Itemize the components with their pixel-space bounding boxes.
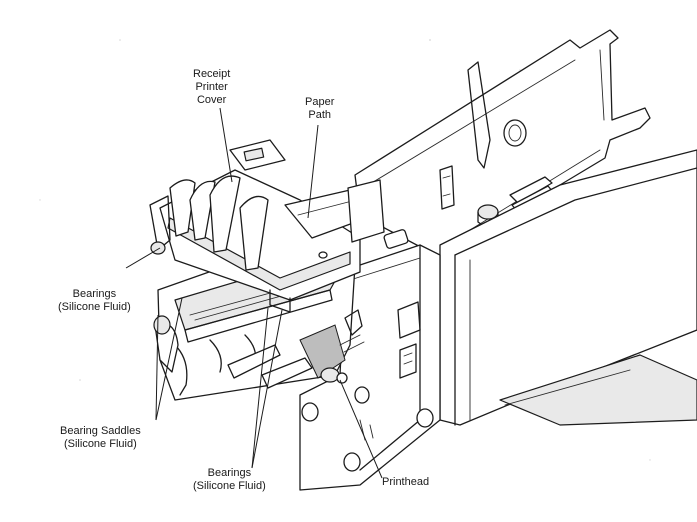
bearings-bottom-line-1: Bearings — [207, 467, 252, 479]
bearings-bottom-line-2: (Silicone Fluid) — [193, 480, 266, 492]
bearing-saddles-line-2: (Silicone Fluid) — [63, 438, 137, 450]
base-block — [439, 149, 697, 426]
bearings-left-line-1: Bearings — [72, 288, 117, 300]
paper-path-line-1: Paper — [305, 96, 335, 108]
receipt-cover-line-2: Printer — [195, 81, 228, 93]
receipt-printer-cover — [149, 139, 385, 313]
printhead-label: Printhead — [382, 476, 430, 488]
bearings-left-label: Bearings (Silicone Fluid) — [58, 288, 131, 314]
paper-path-line-2: Path — [308, 109, 331, 121]
side-frame — [299, 229, 441, 491]
leader-lines — [125, 107, 383, 479]
bearing-saddles-line-1: Bearing Saddles — [60, 425, 141, 437]
bearings-bottom-label: Bearings (Silicone Fluid) — [193, 467, 266, 493]
receipt-cover-line-1: Receipt — [193, 68, 231, 80]
receipt-printer-cover-label: Receipt Printer Cover — [193, 68, 230, 107]
receipt-cover-line-3: Cover — [196, 94, 227, 106]
paper-path-label: Paper Path — [305, 96, 334, 122]
bearings-left-line-2: (Silicone Fluid) — [58, 301, 131, 313]
bearing-saddles-label: Bearing Saddles (Silicone Fluid) — [60, 425, 141, 451]
